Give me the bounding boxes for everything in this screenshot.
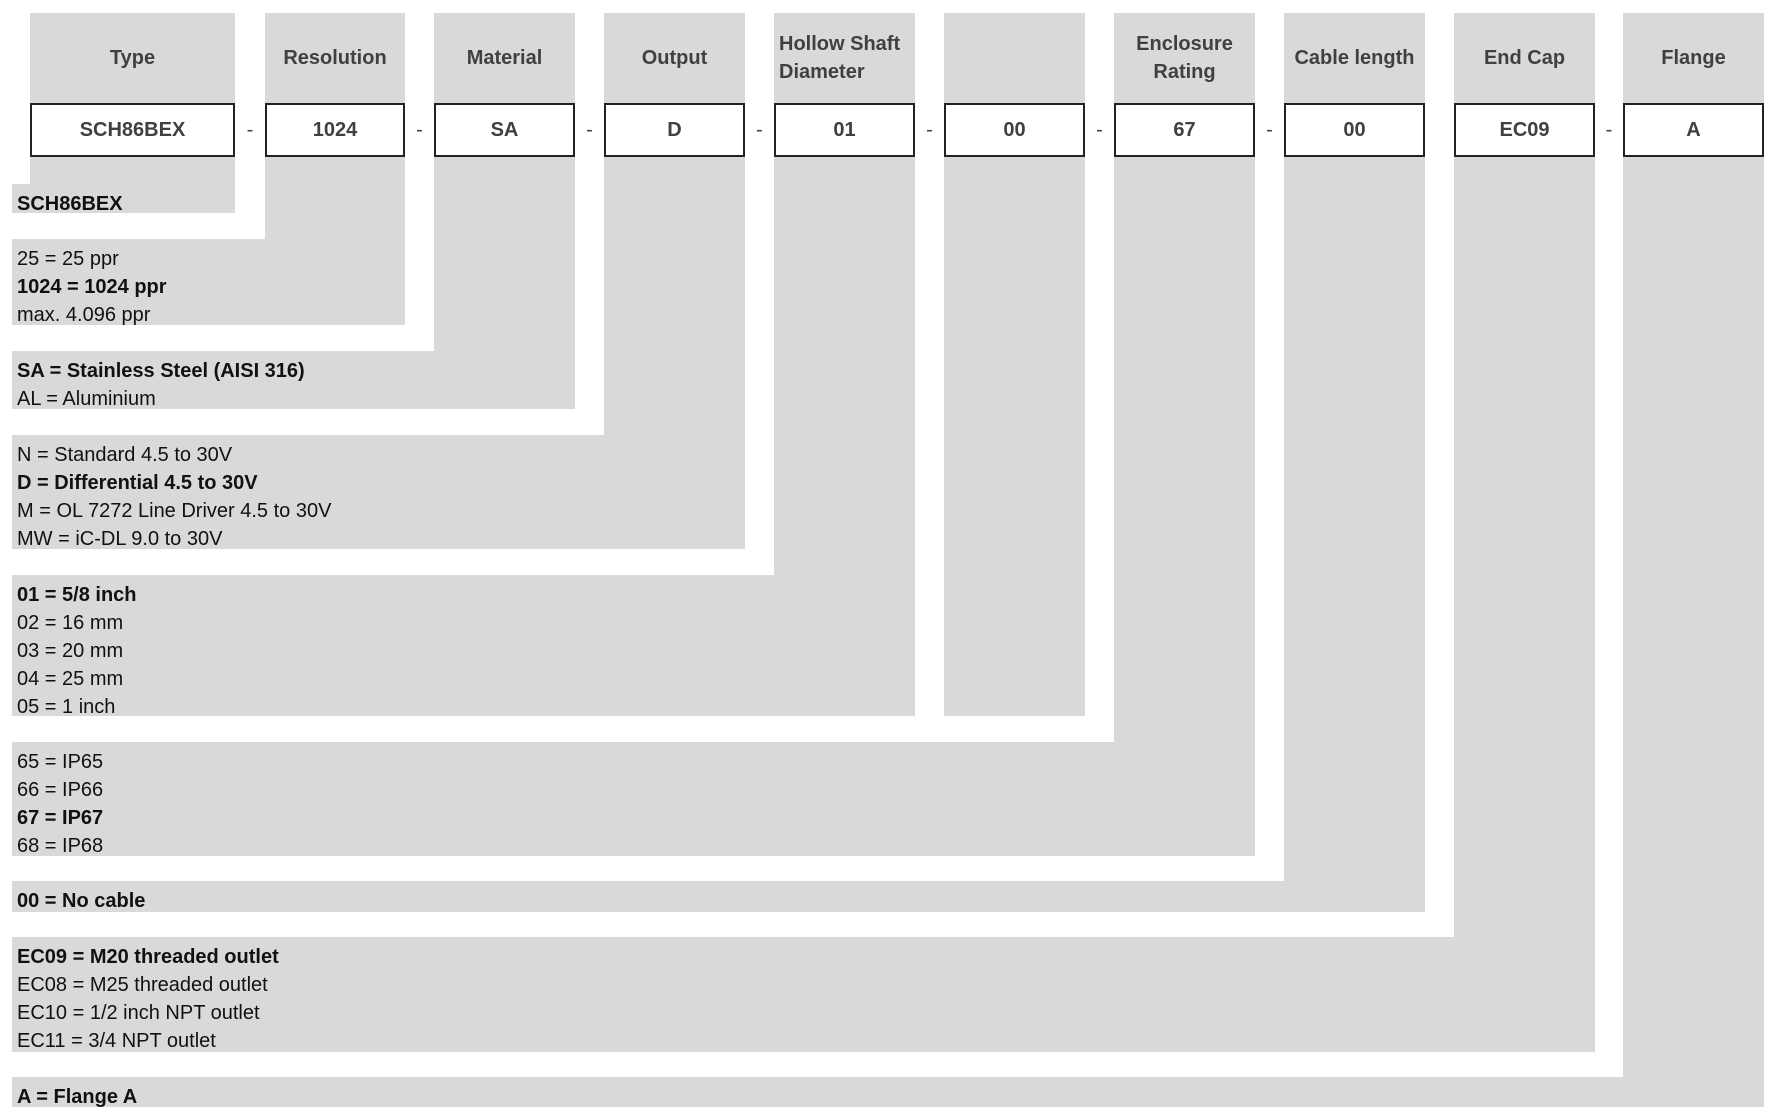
options-panel [12,351,575,409]
options-list: 01 = 5/8 inch 02 = 16 mm 03 = 20 mm 04 = 25… [17,581,137,721]
option-item: EC10 = 1/2 inch NPT outlet [17,1002,260,1024]
separator-dash: - [1605,119,1613,141]
code-value-box: SA [434,103,575,157]
code-value-box: D [604,103,745,157]
selected-option: D = Differential 4.5 to 30V [17,472,258,494]
separator-dash: - [926,119,933,141]
option-item: MW = iC-DL 9.0 to 30V [17,528,223,550]
separator-dash: - [1096,119,1103,141]
option-item: M = OL 7272 Line Driver 4.5 to 30V [17,500,332,522]
code-value-box: 1024 [265,103,405,157]
column-header: Output [641,47,708,69]
option-item: 03 = 20 mm [17,640,124,662]
column-strip [1623,13,1764,1077]
selected-option: 01 = 5/8 inch [17,584,137,606]
options-list: SCH86BEX [17,190,123,218]
options-list: A = Flange A [17,1083,137,1111]
code-value-box: 67 [1114,103,1255,157]
options-list: 65 = IP65 66 = IP66 67 = IP67 68 = IP68 [17,748,103,860]
code-value-box: 01 [774,103,915,157]
options-panel [12,435,745,549]
selected-option: A = Flange A [17,1086,138,1108]
selected-option: SCH86BEX [17,193,123,215]
column-header: Hollow Shaft Diameter [779,33,901,83]
separator-dash: - [416,119,423,141]
separator-dash: - [246,119,254,141]
options-list: N = Standard 4.5 to 30V D = Differential … [17,441,331,553]
column-strip [604,13,745,435]
column-strip [434,13,575,351]
selected-option: 67 = IP67 [17,807,104,829]
code-value-box: 00 [1284,103,1425,157]
options-list: 00 = No cable [17,887,145,915]
column-strip [1284,13,1425,881]
option-item: EC11 = 3/4 NPT outlet [17,1030,216,1052]
option-item: AL = Aluminium [17,388,156,410]
column-header: End Cap [1483,47,1566,69]
options-panel [12,881,1425,912]
column-header: Type [109,47,156,69]
column-header: Flange [1661,47,1726,69]
code-value-box: A [1623,103,1764,157]
option-item: 68 = IP68 [17,835,104,857]
code-value-box: SCH86BEX [30,103,235,157]
selected-option: 1024 = 1024 ppr [17,276,167,298]
column-header: Cable length [1294,47,1415,69]
column-header: Material [466,47,543,69]
option-item: 25 = 25 ppr [17,248,119,270]
column-strip [1454,13,1595,937]
separator-dash: - [586,119,593,141]
option-item: 04 = 25 mm [17,668,124,690]
separator-dash: - [756,119,763,141]
column-header: Enclosure Rating [1136,33,1233,83]
options-panel [12,184,235,213]
code-value-box: EC09 [1454,103,1595,157]
option-item: 65 = IP65 [17,751,104,773]
code-value-box: 00 [944,103,1085,157]
option-item: EC08 = M25 threaded outlet [17,974,268,996]
option-item: 66 = IP66 [17,779,104,801]
column-header [944,13,1085,103]
options-list: 25 = 25 ppr 1024 = 1024 ppr max. 4.096 ppr [17,245,167,329]
options-panel [12,1077,1764,1107]
options-panel [12,937,1595,1052]
selected-option: 00 = No cable [17,890,146,912]
separator-dash: - [1266,119,1273,141]
option-item: N = Standard 4.5 to 30V [17,444,233,466]
options-panel [12,575,915,716]
options-list: SA = Stainless Steel (AISI 316) AL = Alum… [17,357,305,413]
option-item: max. 4.096 ppr [17,304,151,326]
column-header: Resolution [283,47,387,69]
options-panel [12,239,405,325]
selected-option: EC09 = M20 threaded outlet [17,946,279,968]
option-item: 02 = 16 mm [17,612,124,634]
option-item: 05 = 1 inch [17,696,116,718]
selected-option: SA = Stainless Steel (AISI 316) [17,360,305,382]
options-panel [12,742,1255,856]
